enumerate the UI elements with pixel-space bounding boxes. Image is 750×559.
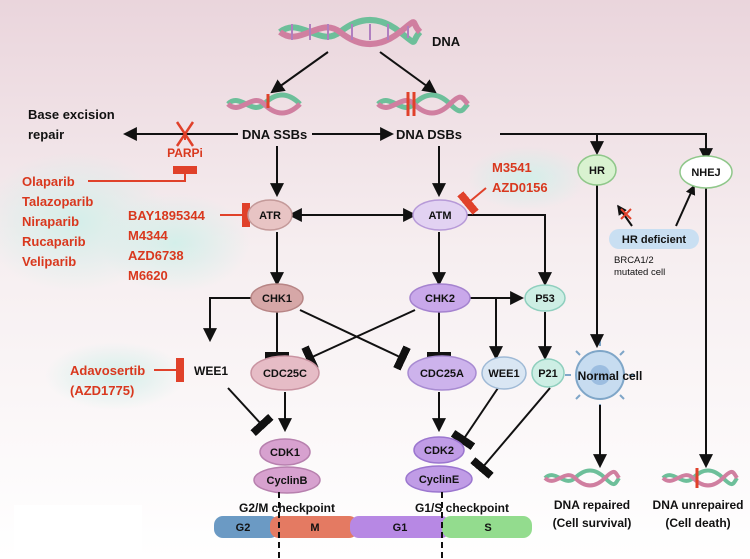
label-cdk2: CDK2 bbox=[424, 445, 454, 457]
white-patch bbox=[14, 505, 142, 555]
glow-atr-drugs bbox=[100, 193, 250, 293]
drug-azd1775: (AZD1775) bbox=[70, 383, 134, 398]
edge-p21-cycline bbox=[470, 387, 551, 479]
node-cdk2[interactable] bbox=[413, 436, 465, 464]
edge-chk2-wee1 bbox=[470, 297, 503, 361]
label-unrepaired-1: DNA unrepaired bbox=[653, 498, 744, 512]
label-cyclinb: CyclinB bbox=[267, 475, 308, 487]
label-cdc25a: CDC25A bbox=[420, 368, 464, 380]
node-hr-deficient[interactable] bbox=[609, 229, 699, 249]
node-p53[interactable] bbox=[524, 284, 566, 312]
edge-chk2-cdc25c bbox=[301, 309, 416, 371]
node-wee1-right[interactable] bbox=[481, 356, 527, 390]
drug-m4344: M4344 bbox=[128, 228, 169, 243]
node-cycline[interactable] bbox=[405, 465, 473, 493]
node-cdk1[interactable] bbox=[259, 438, 311, 466]
label-repaired-2: (Cell survival) bbox=[553, 516, 632, 530]
label-phase-g1: G1 bbox=[393, 522, 408, 534]
label-phase-m: M bbox=[310, 522, 319, 534]
node-cyclinb[interactable] bbox=[253, 466, 321, 494]
label-cdk1: CDK1 bbox=[270, 447, 300, 459]
label-atr: ATR bbox=[259, 210, 281, 222]
edge-dsb-nhej bbox=[597, 133, 713, 163]
label-chk2: CHK2 bbox=[425, 293, 455, 305]
inhib-atmdrugs-atm bbox=[457, 187, 487, 215]
label-chk1: CHK1 bbox=[262, 293, 292, 305]
label-atm: ATM bbox=[428, 210, 451, 222]
drug-olaparib: Olaparib bbox=[22, 174, 75, 189]
edge-chk1-wee1 bbox=[203, 297, 255, 343]
label-normal-cell: Normal cell bbox=[578, 369, 643, 383]
node-chk1[interactable] bbox=[250, 283, 304, 313]
label-g1s: G1/S checkpoint bbox=[415, 501, 509, 515]
node-p21[interactable] bbox=[531, 358, 565, 388]
drug-m3541: M3541 bbox=[492, 160, 532, 175]
label-nhej: NHEJ bbox=[691, 167, 720, 179]
label-p21: P21 bbox=[538, 368, 558, 380]
drug-veliparib: Veliparib bbox=[22, 254, 76, 269]
label-g2m: G2/M checkpoint bbox=[239, 501, 335, 515]
node-atr[interactable] bbox=[247, 199, 293, 231]
label-hr-deficient: HR deficient bbox=[622, 234, 687, 246]
glow-atm-drugs bbox=[467, 146, 587, 210]
drug-rucaparib: Rucaparib bbox=[22, 234, 86, 249]
drug-bay1895344: BAY1895344 bbox=[128, 208, 206, 223]
label-wee1-left: WEE1 bbox=[194, 364, 228, 378]
dna-helix-unrepaired bbox=[661, 468, 739, 488]
edge-wee1r-cdk2 bbox=[450, 387, 499, 451]
label-dsb: DNA DSBs bbox=[396, 127, 462, 142]
edge-dna-dsb bbox=[379, 51, 437, 94]
dna-helix-dsb bbox=[376, 92, 470, 116]
label-ber-1: Base excision bbox=[28, 107, 115, 122]
label-unrepaired-2: (Cell death) bbox=[665, 516, 730, 530]
label-p53: P53 bbox=[535, 293, 555, 305]
edge-atm-p53 bbox=[466, 214, 552, 287]
label-ssb: DNA SSBs bbox=[242, 127, 307, 142]
edge-dna-ssb bbox=[270, 51, 329, 94]
drug-adavosertib: Adavosertib bbox=[70, 363, 145, 378]
label-ber-2: repair bbox=[28, 127, 64, 142]
drug-niraparib: Niraparib bbox=[22, 214, 79, 229]
label-wee1-right: WEE1 bbox=[488, 368, 519, 380]
dna-helix-ssb bbox=[226, 92, 302, 116]
cross-hrdef-icon bbox=[620, 208, 632, 220]
label-parpi: PARPi bbox=[167, 146, 203, 160]
inhib-drugs-parpi bbox=[88, 166, 197, 182]
node-cdc25c[interactable] bbox=[250, 355, 320, 391]
node-chk2[interactable] bbox=[409, 283, 471, 313]
phase-g2-bar bbox=[214, 516, 279, 538]
label-cdc25c: CDC25C bbox=[263, 368, 307, 380]
drug-azd0156: AZD0156 bbox=[492, 180, 548, 195]
drug-azd6738: AZD6738 bbox=[128, 248, 184, 263]
label-cycline: CyclinE bbox=[419, 474, 459, 486]
dna-helix-repaired bbox=[543, 468, 621, 488]
drug-m6620: M6620 bbox=[128, 268, 168, 283]
node-hr[interactable] bbox=[577, 154, 617, 186]
label-brca-2: mutated cell bbox=[614, 267, 665, 278]
inhibitor-edges bbox=[88, 134, 487, 382]
phase-m-bar bbox=[270, 516, 358, 538]
edge-wee1-cdk1 bbox=[227, 387, 274, 437]
label-brca-1: BRCA1/2 bbox=[614, 255, 654, 266]
normal-cell-icon bbox=[565, 340, 635, 410]
label-hr: HR bbox=[589, 165, 605, 177]
glow-wee1-drug bbox=[45, 342, 185, 410]
edge-chk1-cdc25a bbox=[299, 309, 411, 371]
node-cdc25a[interactable] bbox=[407, 355, 477, 391]
label-dna: DNA bbox=[432, 34, 461, 49]
phase-s-bar bbox=[442, 516, 532, 538]
edge-hrdef-nhej bbox=[675, 184, 696, 227]
node-nhej[interactable] bbox=[679, 155, 733, 189]
label-phase-g2: G2 bbox=[236, 522, 251, 534]
drug-talazoparib: Talazoparib bbox=[22, 194, 93, 209]
label-phase-s: S bbox=[484, 522, 491, 534]
label-repaired-1: DNA repaired bbox=[554, 498, 630, 512]
dna-helix-top bbox=[278, 17, 423, 47]
phase-g1-bar bbox=[350, 516, 450, 538]
node-atm[interactable] bbox=[412, 199, 468, 231]
